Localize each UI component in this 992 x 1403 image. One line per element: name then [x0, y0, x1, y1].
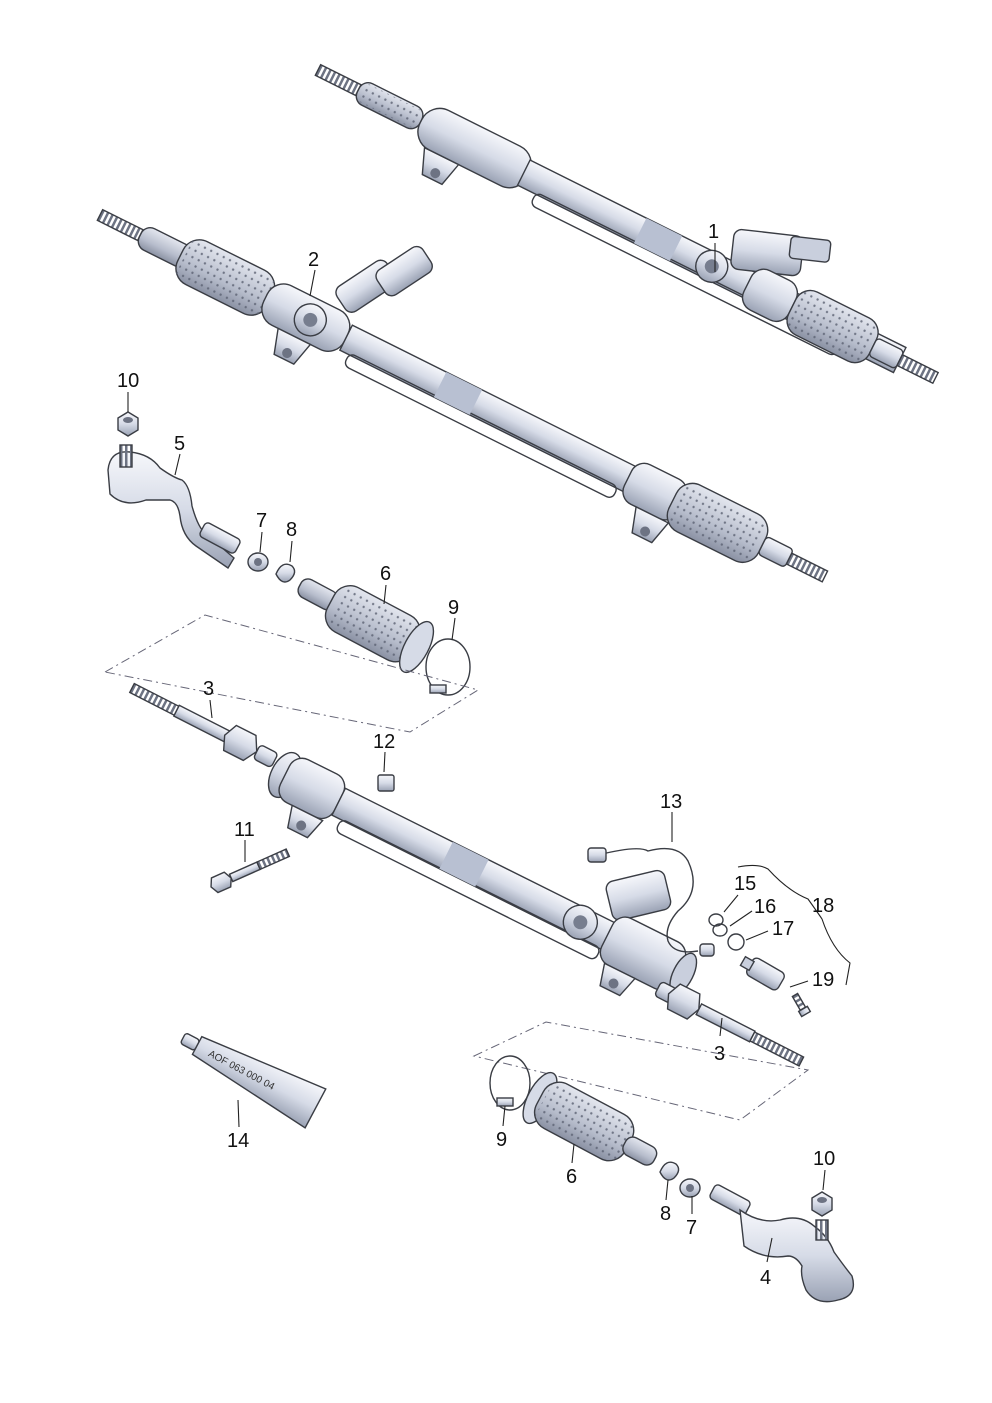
callout-5: 5	[174, 433, 185, 455]
hose-clamp-9-left	[425, 638, 471, 696]
callout-8: 8	[660, 1203, 671, 1225]
valve-18	[739, 955, 785, 991]
assembly-group-box-lower	[472, 1021, 810, 1121]
callout-9: 9	[448, 597, 459, 619]
callout-12: 12	[373, 731, 395, 753]
bracket-12	[377, 774, 395, 792]
callout-18: 18	[812, 895, 834, 917]
bellows-boot-6-right	[522, 1071, 658, 1166]
leader-lines	[127, 243, 826, 1263]
callout-19: 19	[812, 969, 834, 991]
steering-rack-1	[314, 63, 940, 385]
tie-rod-3-right	[654, 981, 805, 1067]
lock-ring-8-right	[659, 1161, 680, 1181]
screw-19	[791, 992, 812, 1018]
callout-10: 10	[117, 370, 139, 392]
bracket-18	[737, 864, 851, 986]
sensor-wiring-13	[587, 847, 715, 957]
callout-11: 11	[234, 819, 255, 841]
callout-6: 6	[566, 1166, 577, 1188]
callout-1: 1	[708, 221, 719, 243]
callout-10: 10	[813, 1148, 835, 1170]
bellows-boot-6-left	[297, 578, 435, 674]
o-ring-16	[712, 923, 728, 937]
nut-10-right	[811, 1191, 833, 1217]
nut-7-left	[247, 552, 269, 572]
nut-10-left	[117, 411, 139, 437]
callout-6: 6	[380, 563, 391, 585]
callout-9: 9	[496, 1129, 507, 1151]
callout-labels: 1 2 3 3 4 5 6 6 7 7 8 8 9 9 10 10 11 12 …	[117, 221, 835, 1289]
tie-rod-end-4	[709, 1184, 855, 1303]
callout-13: 13	[660, 791, 682, 813]
bolt-11	[210, 848, 291, 894]
tie-rod-end-5	[107, 444, 241, 569]
assembly-group-box-upper	[103, 614, 480, 733]
o-ring-17	[727, 933, 745, 951]
callout-15: 15	[734, 873, 756, 895]
callout-14: 14	[227, 1130, 249, 1152]
o-ring-15	[708, 913, 724, 927]
steering-rack-2	[96, 208, 829, 583]
hose-clamp-9-right	[489, 1055, 531, 1111]
callout-2: 2	[308, 249, 319, 271]
callout-3: 3	[714, 1043, 725, 1065]
lock-ring-8-left	[275, 563, 296, 583]
callout-3: 3	[203, 678, 214, 700]
callout-4: 4	[760, 1267, 771, 1289]
nut-7-right	[679, 1178, 701, 1198]
callout-8: 8	[286, 519, 297, 541]
steering-gear-assembly	[267, 751, 698, 997]
callout-17: 17	[772, 918, 794, 940]
callout-7: 7	[686, 1217, 697, 1239]
callout-16: 16	[754, 896, 776, 918]
grease-tube-14: AOF 063 000 04	[180, 1033, 327, 1129]
callout-7: 7	[256, 510, 267, 532]
tie-rod-3-left	[128, 682, 278, 768]
